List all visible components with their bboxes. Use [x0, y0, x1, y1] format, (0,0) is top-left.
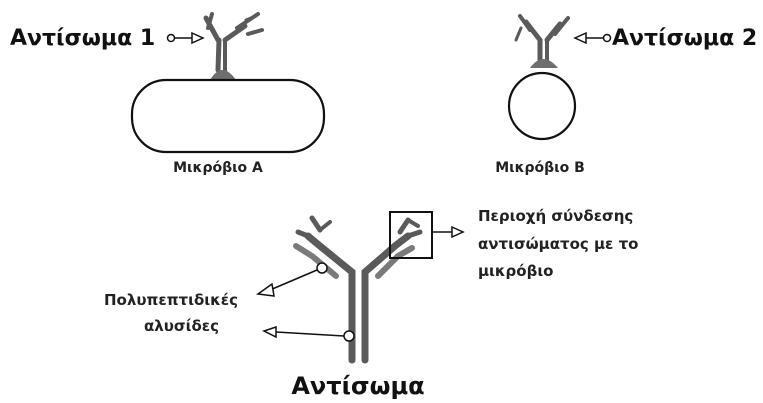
binding-region-label-line2: αντισώματος με το: [478, 235, 638, 253]
left-heavy-chain: [304, 232, 356, 364]
binding-region-label-line1: Περιοχή σύνδεσης: [478, 207, 633, 225]
left-light-chain: [293, 243, 339, 279]
antibody-2-attachment: [530, 59, 558, 68]
antibody-1-label: Αντίσωμα 1: [10, 26, 155, 51]
microbe-a-label: Μικρόβιο Α: [173, 160, 263, 176]
antibody-2-pointer: [573, 31, 612, 45]
right-light-chain: [375, 245, 415, 279]
binding-region-label-line3: μικρόβιο: [478, 262, 553, 280]
large-antibody: [293, 215, 423, 364]
polypeptide-pointer-1: [256, 262, 328, 297]
binding-region-pointer: [432, 225, 465, 239]
antibody-1-icon: [203, 12, 264, 73]
antibody-1-attachment: [210, 70, 236, 80]
polypeptide-pointer-2: [262, 325, 355, 342]
binding-region-box: [389, 211, 433, 259]
polypeptide-label-line2: αλυσίδες: [144, 317, 219, 335]
antibody-1-pointer: [166, 31, 205, 45]
microbe-a-shape: [130, 78, 326, 154]
right-heavy-chain: [361, 232, 412, 364]
microbe-b-label: Μικρόβιο Β: [495, 160, 585, 176]
microbe-b-shape: [507, 71, 577, 141]
antibody-2-icon: [514, 14, 570, 63]
antibody-title: Αντίσωμα: [291, 372, 424, 400]
antibody-2-label: Αντίσωμα 2: [612, 26, 757, 51]
polypeptide-label-line1: Πολυπεπτιδικές: [104, 291, 238, 309]
